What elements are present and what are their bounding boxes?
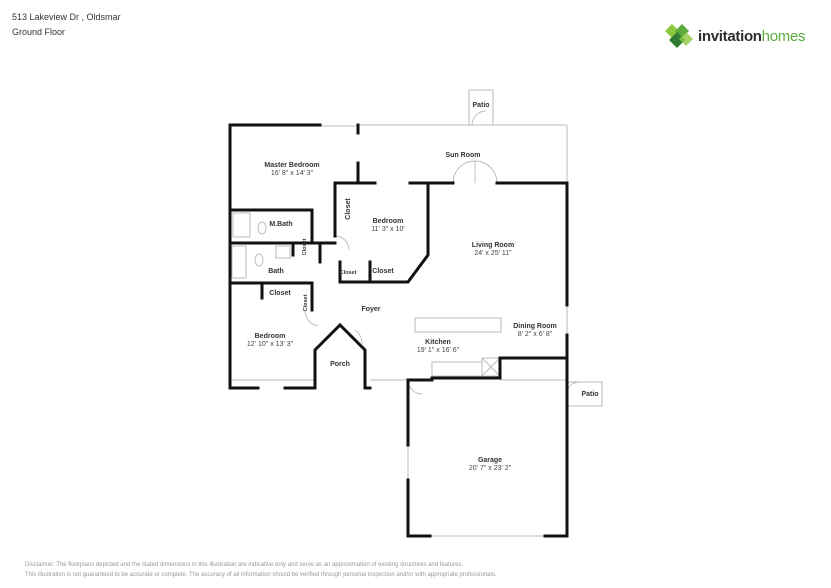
room-name: Master Bedroom — [264, 162, 319, 169]
property-address: 513 Lakeview Dr , Oldsmar — [12, 12, 121, 22]
room-name: Closet — [372, 268, 394, 275]
room-dims: 16' 8" x 14' 3" — [271, 170, 314, 177]
room-name: Bedroom — [373, 218, 404, 225]
room-dims: 8' 2" x 6' 8" — [518, 331, 553, 338]
doors — [304, 110, 580, 395]
room-dims: 12' 10" x 13' 3" — [247, 341, 294, 348]
room-labels: Master Bedroom 16' 8" x 14' 3" Sun Room … — [247, 102, 599, 472]
room-name: Living Room — [472, 242, 514, 249]
room-name: Garage — [478, 457, 502, 464]
room-name: Closet — [302, 238, 308, 255]
logo-mark-icon — [665, 24, 693, 48]
room-name: Bath — [268, 268, 284, 275]
thin-walls — [230, 89, 603, 537]
disclaimer-line-1: Disclaimer: The floorplans depicted and … — [25, 562, 464, 568]
disclaimer-line-2: This illustration is not guaranteed to b… — [25, 572, 497, 578]
room-name: Patio — [581, 391, 598, 398]
logo-text-accent: homes — [761, 27, 806, 45]
room-name: Bedroom — [255, 333, 286, 340]
room-dims: 19' 1" x 16' 6" — [417, 347, 460, 354]
room-name: Closet — [303, 294, 309, 311]
room-name: Closet — [345, 198, 352, 220]
invitation-homes-logo: invitationhomes — [664, 22, 805, 50]
room-name: Porch — [330, 361, 350, 368]
room-dims: 20' 7" x 23' 2" — [469, 465, 512, 472]
floor-label: Ground Floor — [12, 27, 66, 37]
room-name: M.Bath — [269, 221, 292, 228]
room-name: Patio — [472, 102, 489, 109]
room-name: Foyer — [361, 306, 380, 313]
walls — [228, 123, 569, 538]
room-dims: 24' x 25' 11" — [474, 250, 512, 257]
room-dims: 11' 3" x 10' — [371, 226, 404, 233]
room-name: Kitchen — [425, 339, 451, 346]
room-name: Closet — [340, 270, 357, 276]
room-name: Sun Room — [446, 152, 481, 159]
room-name: Closet — [269, 290, 291, 297]
room-name: Dining Room — [513, 323, 557, 330]
logo-text-main: invitation — [698, 27, 762, 45]
